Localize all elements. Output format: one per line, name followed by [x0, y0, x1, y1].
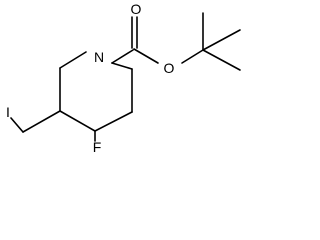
bond-tbu-methyl-down [202, 49, 241, 71]
piperidine-ring [59, 51, 133, 132]
tert-butyl-group [181, 12, 241, 71]
bond-o-quaternary-c [181, 49, 204, 64]
bond-ch2-iodine [10, 117, 24, 133]
bond-c4-c5 [59, 110, 96, 132]
bond-n-carbonyl [111, 49, 134, 64]
bond-c3-c4 [94, 111, 133, 132]
carbonyl-oxygen-label: O [131, 1, 142, 17]
iodine-label: I [6, 104, 10, 120]
bond-carbonyl-ester-o [133, 48, 159, 64]
ester-oxygen-label: O [164, 60, 175, 76]
fluorine-label: F [93, 139, 102, 152]
bond-c4-ch2 [22, 110, 61, 133]
bond-tbu-methyl-right [202, 29, 241, 51]
c4-substituents [10, 110, 96, 142]
carbamate-group [111, 16, 159, 64]
bond-n-c2 [111, 62, 133, 70]
chemical-structure: N O O F I [6, 1, 241, 152]
nitrogen-label: N [94, 49, 104, 65]
bond-c6-n [59, 51, 87, 69]
